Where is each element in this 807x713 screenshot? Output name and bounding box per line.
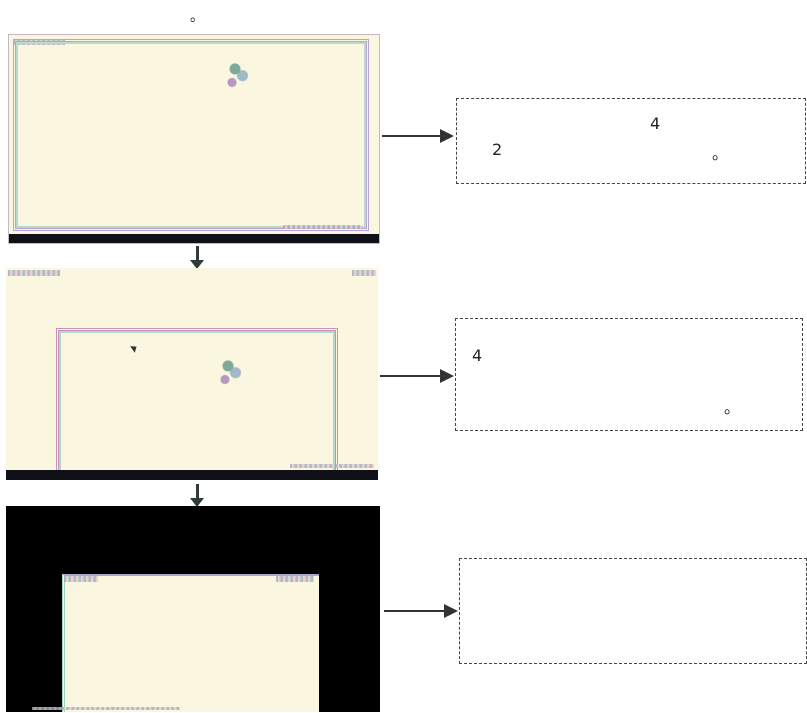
screenshot-step-2 (6, 268, 378, 480)
down-arrow (190, 246, 204, 269)
note-box-3 (459, 558, 807, 664)
right-arrow (384, 604, 458, 618)
taskbar (9, 234, 379, 243)
note-text: 2 (492, 140, 503, 159)
window-title-noise (64, 576, 98, 582)
right-arrow (382, 129, 454, 143)
note-text: 4 (472, 346, 483, 365)
window-title-noise (13, 39, 65, 45)
note-text: 。 (712, 144, 729, 163)
bottom-bar-noise (32, 707, 180, 710)
minimized-window (62, 574, 319, 712)
desktop-icon-cluster (223, 57, 253, 91)
screenshot-step-1 (8, 34, 380, 244)
resized-window (56, 328, 338, 476)
note-text: 4 (650, 114, 661, 133)
status-noise (290, 464, 374, 468)
right-arrow (380, 369, 454, 383)
taskbar (6, 470, 378, 480)
desktop-icon-cluster (216, 354, 246, 388)
status-noise (283, 225, 361, 229)
note-box-2: 4 。 (455, 318, 803, 431)
window-title-noise (352, 270, 376, 276)
window-title-noise (8, 270, 60, 276)
window-frame (13, 39, 369, 231)
note-text: 。 (724, 398, 741, 417)
screenshot-step-3 (6, 506, 380, 712)
top-caption: 。 (190, 9, 204, 25)
down-arrow (190, 484, 204, 507)
note-box-1: 4 2 。 (456, 98, 806, 184)
window-title-noise (276, 576, 314, 582)
